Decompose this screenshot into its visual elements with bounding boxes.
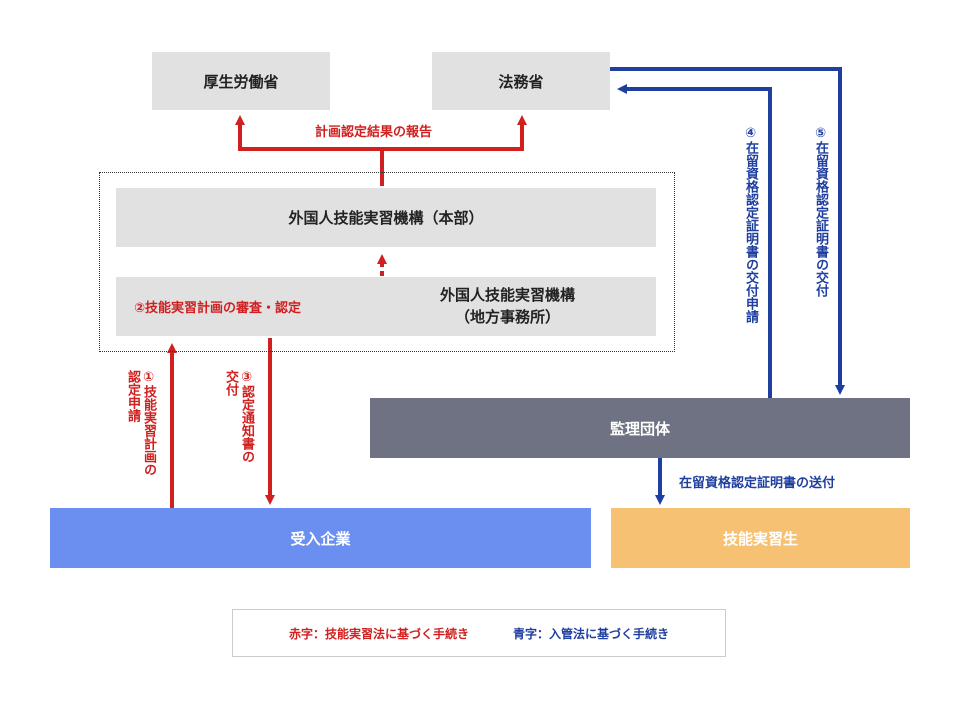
step4-label: ④在留資格認定証明書の交付申請	[743, 126, 758, 323]
otit-local-name: 外国人技能実習機構 （地方事務所）	[440, 284, 575, 328]
host-company-box: 受入企業	[50, 508, 591, 568]
otit-local-line1: 外国人技能実習機構	[440, 286, 576, 304]
review-step-label: ②技能実習計画の審査・認定	[134, 301, 302, 316]
report-label: 計画認定結果の報告	[315, 125, 433, 140]
send-certificate-label: 在留資格認定証明書の送付	[679, 476, 836, 491]
supervising-org-box: 監理団体	[370, 398, 910, 458]
legend-blue: 青字：入管法に基づく手続き	[513, 626, 670, 641]
otit-local-line2: （地方事務所）	[455, 308, 561, 326]
otit-hq-label: 外国人技能実習機構（本部）	[288, 209, 484, 227]
legend-red: 赤字：技能実習法に基づく手続き	[288, 626, 469, 641]
report-line-moj	[382, 115, 527, 151]
moj-box: 法務省	[432, 52, 610, 110]
otit-hq-box: 外国人技能実習機構（本部）	[116, 188, 656, 247]
otit-group-border	[99, 172, 675, 352]
host-company-label: 受入企業	[290, 529, 351, 548]
trainee-label: 技能実習生	[722, 529, 798, 548]
otit-local-box: ②技能実習計画の審査・認定 外国人技能実習機構 （地方事務所）	[116, 277, 656, 336]
mhlw-label: 厚生労働省	[203, 72, 279, 91]
step5-label: ⑤在留資格認定証明書の交付	[813, 126, 828, 297]
step1-label: ①技能実習計画の 認定申請	[125, 370, 156, 476]
trainee-box: 技能実習生	[611, 508, 910, 568]
step3-label: ③認定通知書の 交付	[223, 370, 254, 463]
step4-arrow	[617, 84, 772, 398]
legend: 赤字：技能実習法に基づく手続き 青字：入管法に基づく手続き	[232, 609, 726, 657]
moj-label: 法務省	[498, 72, 544, 91]
report-line	[235, 115, 384, 186]
mhlw-box: 厚生労働省	[152, 52, 330, 110]
supervising-org-label: 監理団体	[609, 419, 670, 438]
step5-arrow	[610, 67, 845, 395]
